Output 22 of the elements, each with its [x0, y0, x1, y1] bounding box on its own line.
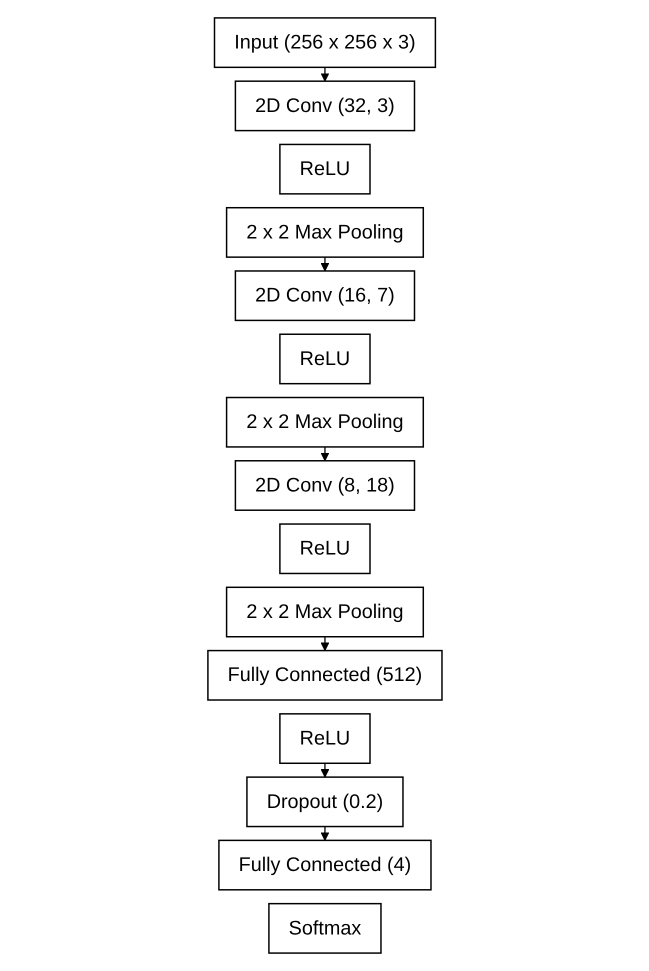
arrow [320, 67, 329, 82]
flowchart: Input (256 x 256 x 3) 2D Conv (32, 3) ReLU 2 x 2 Max Pooling 2D Conv (16, 7) ReLU 2 x 2 Max Pooling 2D Conv (8, 18) ReLU 2 x 2 Max Pooling Fully Connected (512) ReLU Dropout (0.2) Fully Connected (4) Softmax [200, 10, 450, 961]
node-box [246, 776, 404, 828]
node-box [278, 334, 370, 384]
node-box [225, 586, 424, 638]
node-box [234, 460, 415, 511]
arrow [320, 636, 329, 651]
arrow [320, 763, 329, 778]
node-box [218, 840, 432, 891]
arrow [320, 257, 329, 272]
node-box [206, 650, 442, 701]
node-box [278, 523, 370, 574]
node-box [234, 270, 415, 322]
node-box [268, 902, 382, 954]
node-box [225, 206, 424, 258]
arrow [320, 446, 329, 462]
node-box [278, 144, 370, 195]
node-box [278, 713, 370, 764]
node-box [213, 17, 436, 68]
node-box [225, 396, 424, 448]
node-box [234, 80, 415, 132]
arrow [320, 826, 329, 841]
